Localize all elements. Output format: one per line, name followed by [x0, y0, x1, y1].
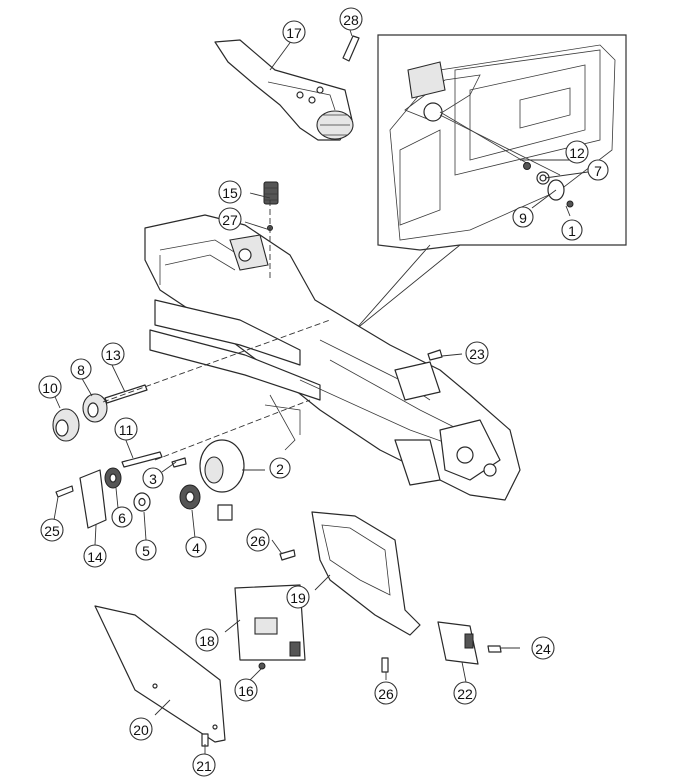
spring-15: [263, 181, 279, 205]
svg-text:15: 15: [222, 185, 238, 201]
svg-text:6: 6: [118, 510, 126, 526]
svg-text:12: 12: [569, 145, 585, 161]
callout-22: 22: [453, 681, 477, 705]
bracket-14: [79, 469, 107, 529]
callout-21: 21: [192, 753, 216, 777]
svg-text:27: 27: [222, 212, 238, 228]
circuit-board-18: [234, 584, 306, 661]
screw-23: [427, 349, 443, 361]
cover-plate-20: [94, 605, 226, 743]
callout-10: 10: [38, 375, 62, 399]
callout-5: 5: [135, 539, 157, 561]
svg-text:5: 5: [142, 543, 150, 559]
callout-17: 17: [282, 20, 306, 44]
svg-text:26: 26: [250, 533, 266, 549]
washer-5: [133, 492, 151, 512]
callout-20: 20: [129, 717, 153, 741]
screw-25: [55, 485, 74, 498]
svg-text:9: 9: [519, 210, 527, 226]
svg-text:14: 14: [87, 549, 103, 565]
svg-text:28: 28: [343, 12, 359, 28]
roller-10: [52, 408, 80, 442]
callout-28: 28: [339, 7, 363, 31]
shaft-11: [121, 451, 163, 468]
svg-text:19: 19: [290, 590, 306, 606]
screw-24: [487, 645, 502, 653]
callout-23: 23: [465, 341, 489, 365]
svg-text:17: 17: [286, 25, 302, 41]
screw-21: [201, 733, 209, 747]
screw-16: [258, 662, 266, 670]
svg-text:7: 7: [594, 163, 602, 179]
callout-11: 11: [114, 417, 138, 441]
gear-6: [104, 467, 122, 489]
svg-text:10: 10: [42, 380, 58, 396]
svg-text:21: 21: [196, 758, 212, 774]
callout-1: 1: [561, 219, 583, 241]
inset-frame-sketch: [389, 44, 616, 241]
callout-4: 4: [185, 536, 207, 558]
leader-lines: [51, 29, 589, 755]
callout-12: 12: [565, 140, 589, 164]
shaft-13: [104, 384, 148, 404]
svg-text:3: 3: [149, 471, 157, 487]
svg-text:2: 2: [276, 461, 284, 477]
callout-6: 6: [111, 506, 133, 528]
callout-19: 19: [286, 585, 310, 609]
svg-text:16: 16: [238, 683, 254, 699]
svg-text:24: 24: [535, 641, 551, 657]
svg-text:4: 4: [192, 540, 200, 556]
callout-27: 27: [218, 207, 242, 231]
callout-13: 13: [101, 342, 125, 366]
screw-26-lower: [381, 657, 389, 673]
svg-text:18: 18: [199, 633, 215, 649]
callout-26-lower: 26: [374, 681, 398, 705]
callout-25: 25: [40, 518, 64, 542]
svg-text:23: 23: [469, 346, 485, 362]
svg-text:1: 1: [568, 223, 576, 239]
screw-3: [171, 457, 187, 468]
callout-2: 2: [269, 457, 291, 479]
callout-7: 7: [587, 159, 609, 181]
pin-28: [342, 35, 360, 62]
callout-8: 8: [70, 358, 92, 380]
svg-text:22: 22: [457, 686, 473, 702]
callout-26-upper: 26: [246, 528, 270, 552]
callout-3: 3: [142, 467, 164, 489]
callout-15: 15: [218, 180, 242, 204]
callout-14: 14: [83, 544, 107, 568]
callout-24: 24: [531, 636, 555, 660]
motor-2: [199, 439, 245, 521]
screw-26-upper: [279, 549, 296, 561]
gear-4: [179, 484, 201, 510]
callout-16: 16: [234, 678, 258, 702]
inset-detail-view: [354, 34, 627, 331]
svg-text:13: 13: [105, 347, 121, 363]
connector-22: [437, 621, 479, 665]
top-lever: [214, 39, 354, 141]
callout-18: 18: [195, 628, 219, 652]
svg-text:8: 8: [77, 362, 85, 378]
bracket-19: [311, 511, 421, 636]
callout-9: 9: [512, 206, 534, 228]
gear-8: [82, 393, 108, 423]
svg-text:26: 26: [378, 686, 394, 702]
svg-text:20: 20: [133, 722, 149, 738]
feeder-main-frame: [144, 214, 521, 501]
svg-text:25: 25: [44, 523, 60, 539]
svg-text:11: 11: [119, 422, 134, 438]
